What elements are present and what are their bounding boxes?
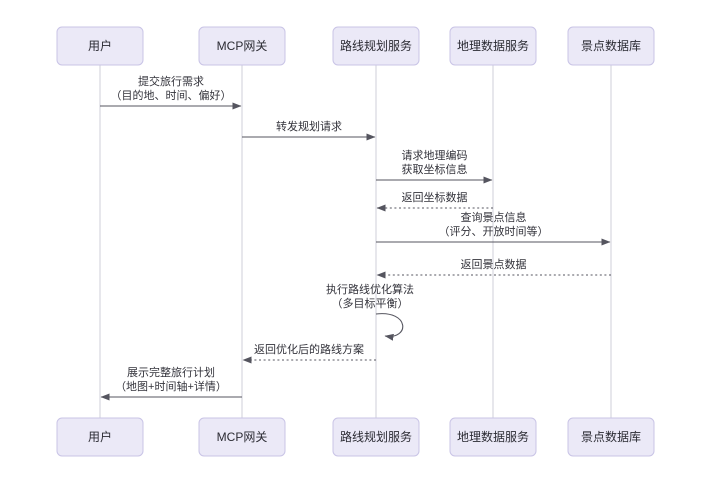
participant-box-mcp-top[interactable] bbox=[198, 26, 286, 66]
participant-box-geo-bottom[interactable] bbox=[449, 417, 537, 457]
participant-box-user-top[interactable] bbox=[56, 26, 144, 66]
participant-box-route-bottom[interactable] bbox=[332, 417, 420, 457]
participant-label-mcp-top: MCP网关 bbox=[217, 39, 268, 53]
message-label-m1-line2: （目的地、时间、偏好） bbox=[111, 88, 232, 102]
participant-footers-group: 用户 MCP网关 路线规划服务 地理数据服务 景点数据库 bbox=[56, 417, 655, 457]
message-label-m9-line1: 展示完整旅行计划 bbox=[127, 365, 215, 379]
participant-box-mcp-bottom[interactable] bbox=[198, 417, 286, 457]
participant-label-route-bottom: 路线规划服务 bbox=[340, 429, 412, 444]
message-m5[interactable]: 查询景点信息（评分、开放时间等） bbox=[376, 210, 611, 246]
message-label-m3-line2: 获取坐标信息 bbox=[402, 162, 468, 176]
message-m4[interactable]: 返回坐标数据 bbox=[376, 190, 493, 212]
message-label-m5-line2: （评分、开放时间等） bbox=[439, 224, 549, 238]
message-m8[interactable]: 返回优化后的路线方案 bbox=[242, 342, 376, 364]
participant-label-user-top: 用户 bbox=[88, 38, 112, 53]
participant-headers-group: 用户 MCP网关 路线规划服务 地理数据服务 景点数据库 bbox=[56, 26, 655, 66]
message-label-m1-line1: 提交旅行需求 bbox=[138, 74, 204, 88]
participant-box-poi-bottom[interactable] bbox=[567, 417, 655, 457]
participant-box-route-top[interactable] bbox=[332, 26, 420, 66]
participant-label-route-top: 路线规划服务 bbox=[340, 38, 412, 53]
participant-label-mcp-bottom: MCP网关 bbox=[217, 430, 268, 444]
participant-box-poi-top[interactable] bbox=[567, 26, 655, 66]
message-label-m4-line1: 返回坐标数据 bbox=[402, 190, 468, 204]
participant-label-poi-bottom: 景点数据库 bbox=[581, 429, 641, 444]
message-m7[interactable]: 执行路线优化算法（多目标平衡） bbox=[326, 282, 414, 341]
message-m2[interactable]: 转发规划请求 bbox=[242, 119, 376, 141]
message-label-m7-line1: 执行路线优化算法 bbox=[326, 282, 414, 296]
participant-label-poi-top: 景点数据库 bbox=[581, 38, 641, 53]
participant-box-geo-top[interactable] bbox=[449, 26, 537, 66]
participant-label-geo-top: 地理数据服务 bbox=[457, 38, 529, 53]
message-label-m7-line2: （多目标平衡） bbox=[332, 296, 409, 310]
messages-group: 提交旅行需求（目的地、时间、偏好）转发规划请求请求地理编码获取坐标信息返回坐标数… bbox=[100, 74, 611, 401]
message-label-m6-line1: 返回景点数据 bbox=[461, 257, 527, 271]
message-label-m2-line1: 转发规划请求 bbox=[276, 119, 342, 133]
self-loop-path-m7 bbox=[375, 313, 404, 341]
message-m6[interactable]: 返回景点数据 bbox=[376, 257, 611, 279]
message-label-m5-line1: 查询景点信息 bbox=[461, 210, 527, 224]
participant-label-geo-bottom: 地理数据服务 bbox=[457, 429, 529, 444]
message-m1[interactable]: 提交旅行需求（目的地、时间、偏好） bbox=[100, 74, 242, 110]
message-label-m9-line2: （地图+时间轴+详情） bbox=[115, 379, 227, 393]
message-label-m8-line1: 返回优化后的路线方案 bbox=[254, 342, 364, 356]
message-label-m3-line1: 请求地理编码 bbox=[402, 148, 468, 162]
participant-label-user-bottom: 用户 bbox=[88, 429, 112, 444]
participant-box-user-bottom[interactable] bbox=[56, 417, 144, 457]
message-m9[interactable]: 展示完整旅行计划（地图+时间轴+详情） bbox=[100, 365, 242, 401]
